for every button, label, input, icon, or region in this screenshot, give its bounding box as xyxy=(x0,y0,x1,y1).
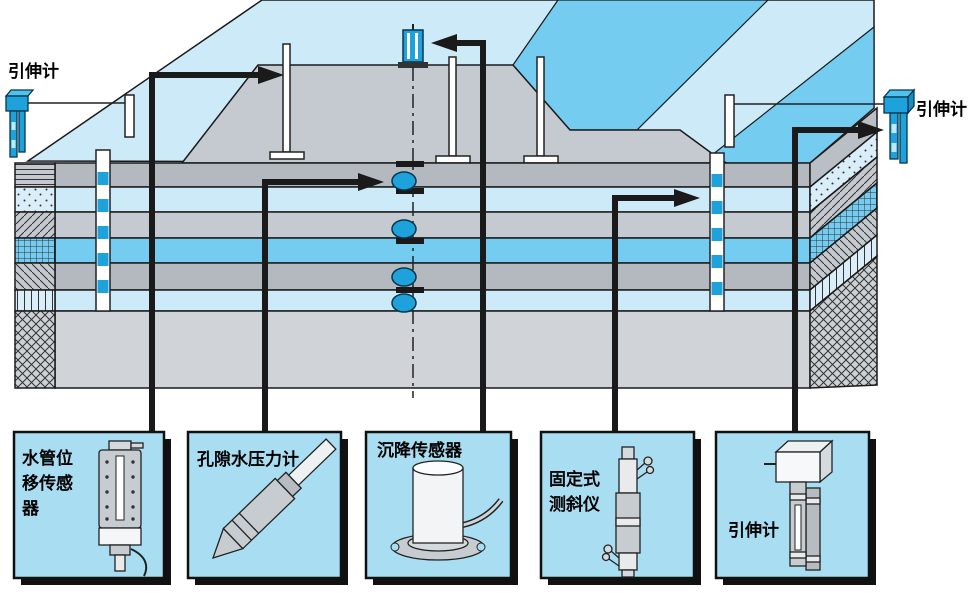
box-title-line: 引伸计 xyxy=(728,521,779,541)
extensometer-device-left xyxy=(4,89,35,158)
inclinometer-casing-right xyxy=(709,152,725,312)
front-face-layers xyxy=(54,162,811,389)
box-title-water-pipe-displacement-sensor: 水管位 移传感 器 xyxy=(22,447,73,522)
cable-fixed-inclinometer xyxy=(612,189,700,432)
extensometer-device-right xyxy=(882,88,916,164)
cable-settlement-sensor xyxy=(431,34,486,432)
box-title-line: 移传感 xyxy=(22,474,73,494)
arrow-right-icon xyxy=(358,173,384,191)
water-pipe-displacement-sensor-icon xyxy=(98,440,148,577)
fixed-inclinometer-icon xyxy=(601,446,655,578)
anchor-plate-right xyxy=(724,94,735,148)
box-title-line: 固定式 xyxy=(549,470,600,490)
settlement-sensor-icon xyxy=(390,460,504,561)
arrow-right-icon xyxy=(258,66,284,84)
box-title-line: 孔隙水压力计 xyxy=(197,450,299,470)
box-title-line: 沉降传感器 xyxy=(377,441,462,461)
survey-pole-icon xyxy=(269,43,559,164)
box-title-pore-water-pressure-gauge: 孔隙水压力计 xyxy=(197,448,299,473)
box-title-line: 器 xyxy=(22,499,39,519)
extensometer-label-left: 引伸计 xyxy=(8,62,59,82)
arrow-right-icon xyxy=(674,189,700,207)
cable-extensometer xyxy=(792,121,884,432)
instrument-boxes xyxy=(12,430,876,585)
extensometer-label-right: 引伸计 xyxy=(916,100,967,120)
left-hatch-face xyxy=(14,162,56,389)
cable-pore-pressure-gauge xyxy=(262,173,384,432)
box-title-line: 水管位 xyxy=(22,449,73,469)
anchor-plate-left xyxy=(124,94,135,138)
arrow-left-icon xyxy=(431,34,457,52)
settlement-gauge-crest-icon xyxy=(398,24,428,68)
box-title-extensometer: 引伸计 xyxy=(728,519,779,544)
box-title-line: 测斜仪 xyxy=(549,495,600,515)
settlement-plates xyxy=(396,161,424,293)
inclinometer-casing-left xyxy=(95,149,111,312)
box-title-fixed-inclinometer: 固定式 测斜仪 xyxy=(549,468,600,518)
piezometer-cell-icon xyxy=(391,171,417,313)
box-title-settlement-sensor: 沉降传感器 xyxy=(377,439,462,464)
pore-water-pressure-gauge-icon xyxy=(211,438,337,560)
extensometer-icon xyxy=(764,439,834,571)
cable-water-pipe-sensor xyxy=(149,66,284,432)
arrow-right-icon xyxy=(858,121,884,139)
